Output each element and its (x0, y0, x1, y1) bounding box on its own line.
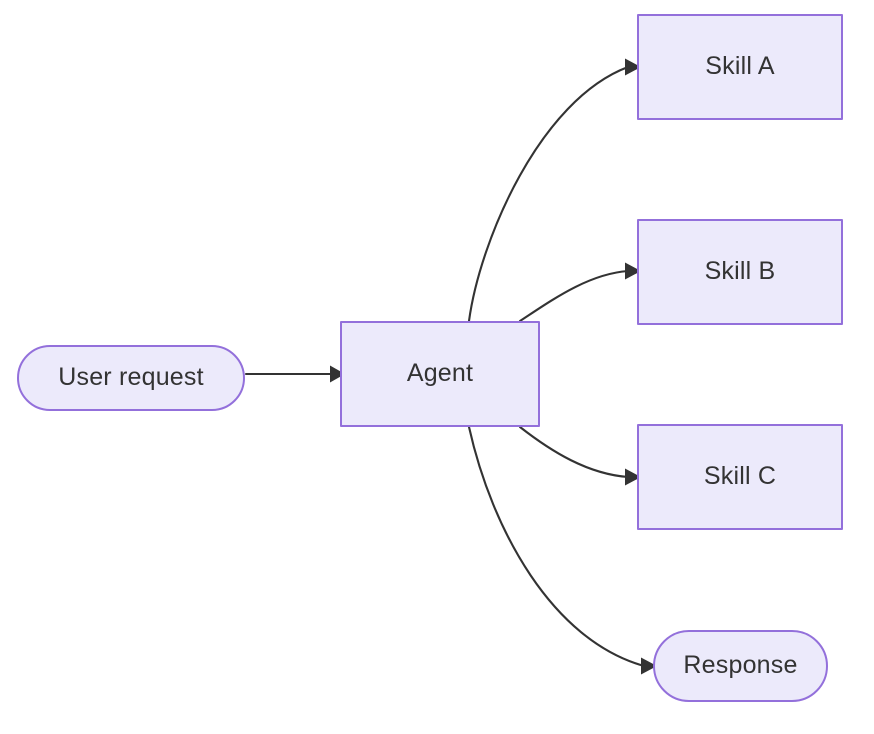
node-skill-b[interactable]: Skill B (637, 219, 843, 325)
edge-agent-skill-a[interactable] (467, 58, 641, 323)
node-label-skill-b: Skill B (704, 256, 776, 285)
node-user-request[interactable]: User request (17, 345, 245, 411)
node-skill-c[interactable]: Skill C (637, 424, 843, 530)
edge-agent-skill-c[interactable] (518, 425, 641, 486)
node-label-skill-c: Skill C (703, 461, 777, 490)
edge-path-agent-skill-c (518, 425, 630, 479)
edge-path-agent-skill-a (467, 65, 630, 323)
node-label-skill-a: Skill A (705, 51, 775, 80)
node-label-response: Response (683, 650, 798, 679)
edge-user-request-agent[interactable] (244, 365, 345, 383)
edge-path-agent-response (467, 425, 646, 668)
node-agent[interactable]: Agent (340, 321, 540, 427)
node-skill-a[interactable]: Skill A (637, 14, 843, 120)
node-response[interactable]: Response (653, 630, 828, 702)
node-label-user-request: User request (58, 362, 204, 391)
edge-path-agent-skill-b (518, 269, 630, 323)
edge-agent-response[interactable] (467, 425, 657, 675)
node-label-agent: Agent (406, 358, 474, 387)
edge-agent-skill-b[interactable] (518, 262, 641, 323)
